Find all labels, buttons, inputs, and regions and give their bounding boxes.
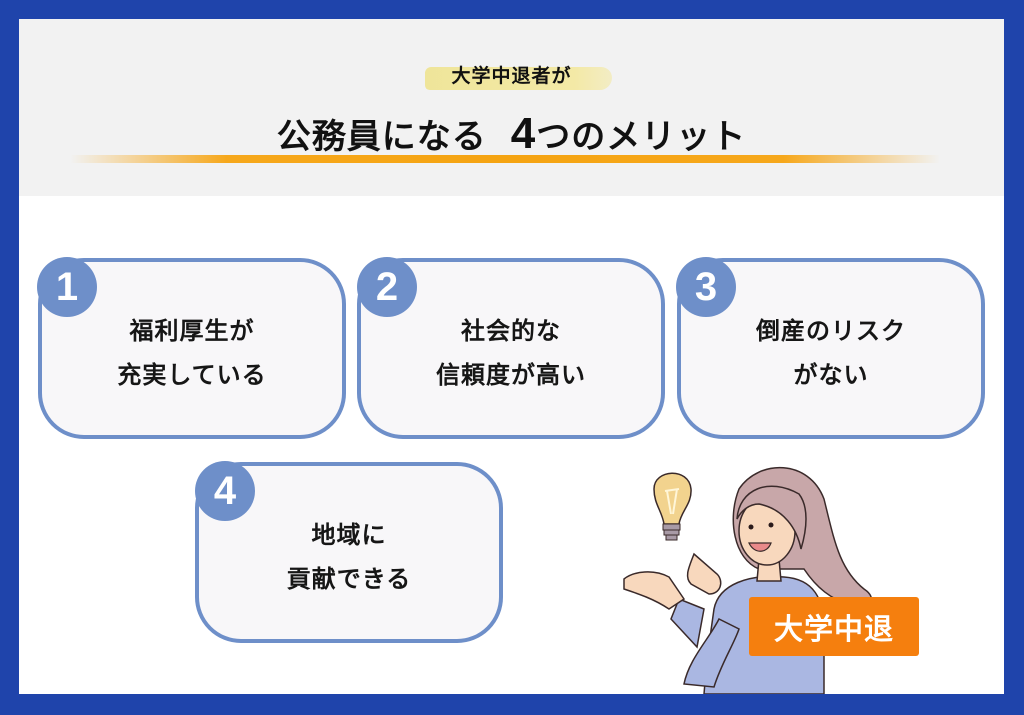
number-badge-3: 3 — [676, 257, 736, 317]
page-title: 公務員になる 4つのメリット — [277, 109, 746, 158]
merit-line: 信頼度が高い — [436, 360, 586, 389]
subtitle: 大学中退者が — [425, 57, 612, 92]
title-prefix: 公務員になる — [276, 117, 487, 157]
merit-text: 地域に 貢献できる — [287, 513, 412, 601]
merit-card-3: 倒産のリスク がない — [677, 258, 985, 439]
title-number: 4 — [510, 109, 537, 158]
subtitle-wrap: 大学中退者が — [19, 57, 1004, 92]
subtitle-highlight — [425, 67, 612, 90]
merit-card-1: 福利厚生が 充実している — [38, 258, 346, 439]
merit-line: 貢献できる — [286, 564, 412, 593]
merit-line: 倒産のリスク — [756, 316, 906, 345]
merit-line: 地域に — [311, 520, 387, 549]
merit-text: 社会的な 信頼度が高い — [436, 309, 586, 397]
merit-line: 福利厚生が — [129, 316, 255, 345]
number-badge-4: 4 — [195, 461, 255, 521]
number-badge-2: 2 — [357, 257, 417, 317]
merit-text: 倒産のリスク がない — [756, 309, 906, 397]
title-wrap: 公務員になる 4つのメリット — [19, 109, 1004, 158]
woman-lightbulb-illustration — [623, 467, 872, 694]
merit-line: 充実している — [117, 360, 267, 389]
number-badge-1: 1 — [37, 257, 97, 317]
university-dropout-tag: 大学中退 — [749, 597, 919, 656]
merit-line: がない — [793, 360, 869, 389]
title-suffix: つのメリット — [536, 117, 747, 157]
header-section: 大学中退者が 公務員になる 4つのメリット — [19, 19, 1004, 196]
subtitle-text: 大学中退者が — [451, 65, 572, 87]
merit-text: 福利厚生が 充実している — [117, 309, 266, 397]
merit-line: 社会的な — [461, 316, 561, 345]
title-underline — [70, 155, 940, 163]
